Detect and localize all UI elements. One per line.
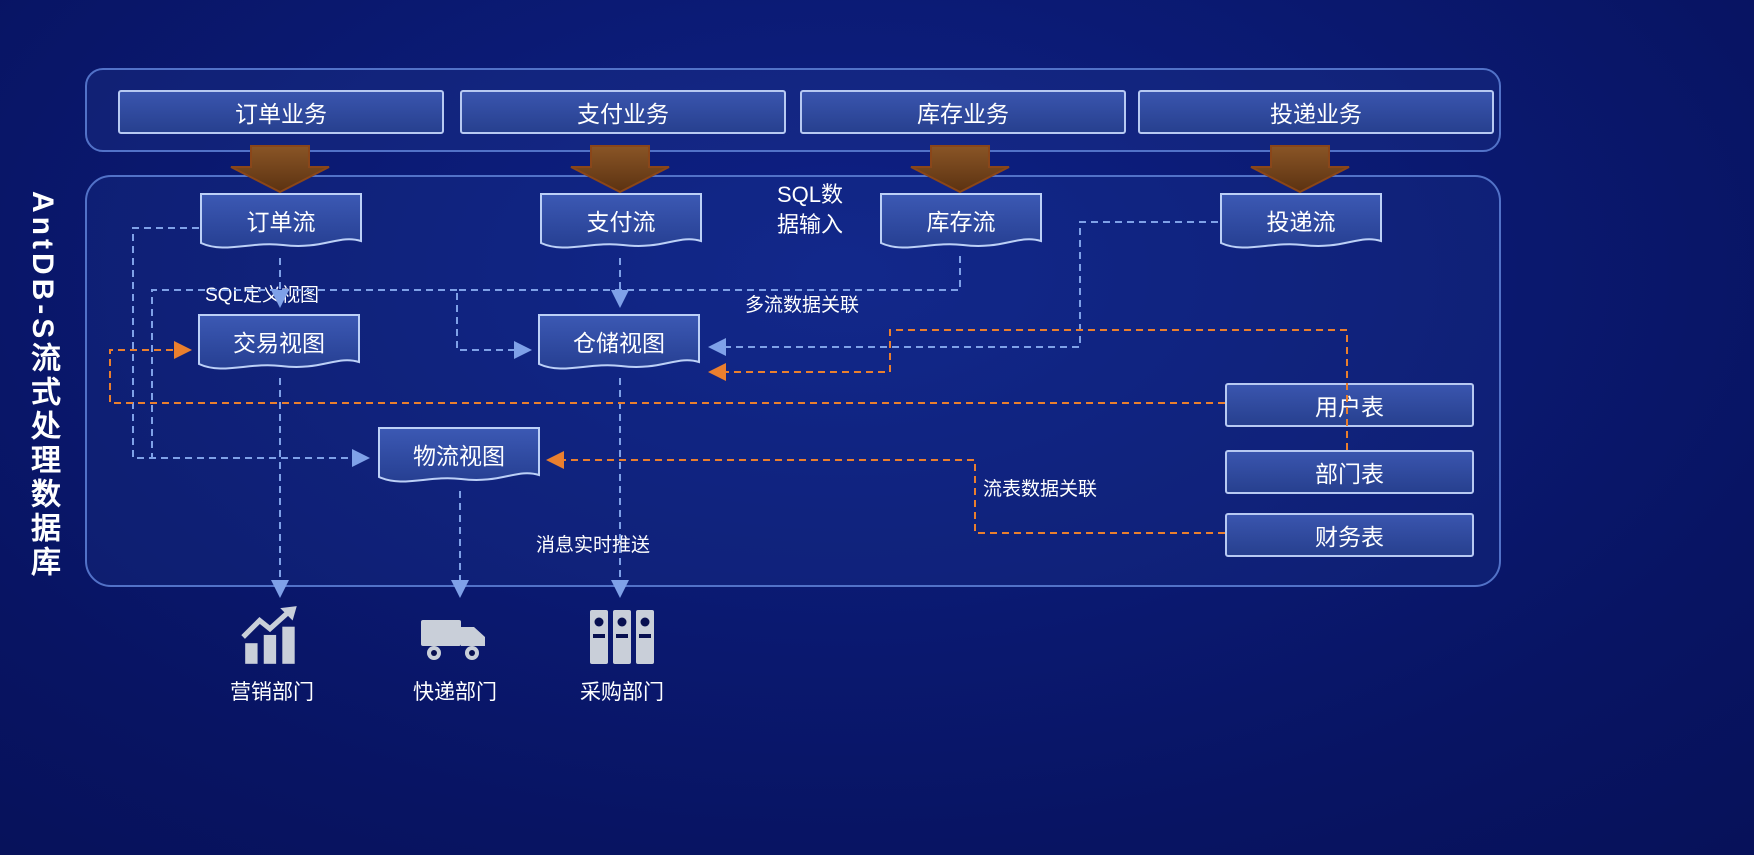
department-purchasing-label: 采购部门 xyxy=(580,681,664,704)
department-marketing-label: 营销部门 xyxy=(230,681,314,704)
view-box-logistics-label: 物流视图 xyxy=(413,443,505,469)
view-box-transaction: 交易视图 xyxy=(197,313,361,377)
stream-box-order: 订单流 xyxy=(199,192,363,256)
business-box-inventory: 库存业务 xyxy=(800,90,1126,134)
stream-box-inventory: 库存流 xyxy=(879,192,1043,256)
stream-box-delivery: 投递流 xyxy=(1219,192,1383,256)
department-marketing: 营销部门 xyxy=(202,606,342,706)
view-box-warehouse-label: 仓储视图 xyxy=(573,330,665,356)
chart-icon xyxy=(241,606,297,664)
view-box-transaction-label: 交易视图 xyxy=(233,330,325,356)
stream-box-inventory-label: 库存流 xyxy=(926,209,996,235)
business-box-delivery-label: 投递业务 xyxy=(1270,101,1362,127)
truck-icon xyxy=(421,620,485,660)
business-box-payment-label: 支付业务 xyxy=(577,101,669,127)
business-box-payment: 支付业务 xyxy=(460,90,786,134)
document-shape xyxy=(540,193,702,249)
view-box-logistics: 物流视图 xyxy=(377,426,541,490)
stream-box-order-label: 订单流 xyxy=(246,209,316,235)
stream-box-payment: 支付流 xyxy=(539,192,703,256)
department-express-label: 快递部门 xyxy=(413,681,497,704)
annotation-stream-table-join: 流表数据关联 xyxy=(983,479,1098,500)
document-shape xyxy=(1220,193,1382,249)
archive-icon xyxy=(590,610,654,664)
department-purchasing: 采购部门 xyxy=(552,606,692,706)
table-box-department: 部门表 xyxy=(1225,450,1474,494)
view-box-warehouse: 仓储视图 xyxy=(537,313,701,377)
business-box-order-label: 订单业务 xyxy=(235,101,327,127)
annotation-sql-input: SQL数 据输入 xyxy=(776,182,844,237)
diagram-title: AntDB-S流式处理数据库 xyxy=(26,191,59,581)
annotation-multi-stream-join: 多流数据关联 xyxy=(745,295,860,316)
department-express: 快递部门 xyxy=(385,606,525,706)
business-box-inventory-label: 库存业务 xyxy=(917,101,1009,127)
business-box-delivery: 投递业务 xyxy=(1138,90,1494,134)
table-box-user: 用户表 xyxy=(1225,383,1474,427)
annotation-realtime-push: 消息实时推送 xyxy=(536,535,651,556)
table-box-finance: 财务表 xyxy=(1225,513,1474,557)
table-box-department-label: 部门表 xyxy=(1315,461,1384,487)
table-box-user-label: 用户表 xyxy=(1315,394,1384,420)
table-box-finance-label: 财务表 xyxy=(1315,524,1384,550)
stream-box-payment-label: 支付流 xyxy=(586,209,656,235)
annotation-sql-define-view: SQL定义视图 xyxy=(205,285,320,306)
business-box-order: 订单业务 xyxy=(118,90,444,134)
stream-box-delivery-label: 投递流 xyxy=(1266,209,1336,235)
